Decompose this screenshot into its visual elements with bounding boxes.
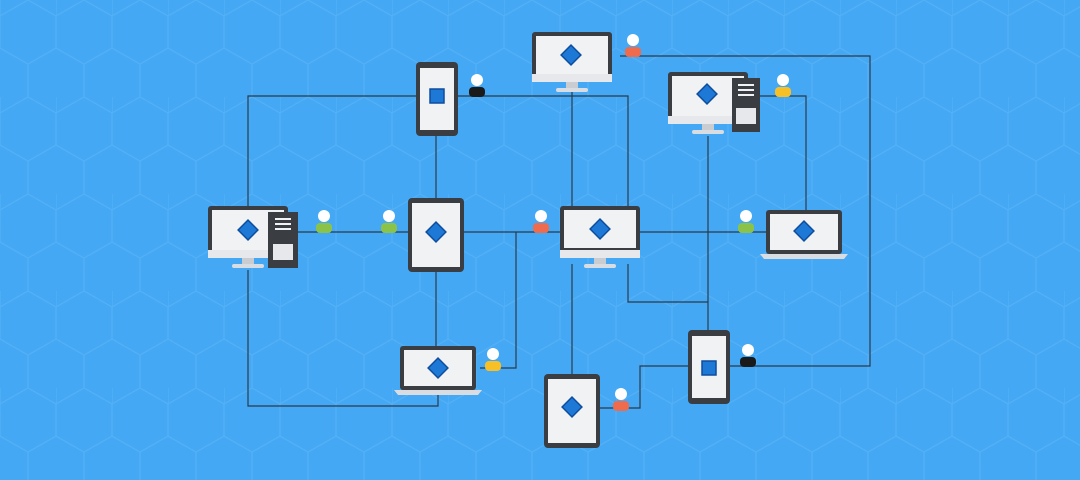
- tablet-center-left[interactable]: [408, 198, 464, 272]
- square-icon: [701, 360, 717, 376]
- user-icon-orange-2: [533, 210, 549, 233]
- square-icon: [429, 88, 445, 104]
- user-icon-green-2: [381, 210, 397, 233]
- monitor-center[interactable]: [560, 206, 640, 268]
- wire-monitor-top-to-phone-bottom: [620, 55, 871, 367]
- monitor-top-center[interactable]: [532, 32, 612, 92]
- wire-workstation-to-laptop-bottom: [247, 270, 439, 407]
- diamond-icon: [589, 218, 611, 240]
- user-icon-yellow: [775, 74, 791, 97]
- user-icon-orange-3: [613, 388, 629, 411]
- diamond-icon: [427, 357, 449, 379]
- laptop-bottom-left[interactable]: [394, 346, 482, 395]
- diamond-icon: [561, 396, 583, 418]
- wire-phone-top-to-monitor-center: [458, 95, 629, 208]
- wire-workstation-right-to-laptop-right: [760, 95, 807, 210]
- user-icon-black-2: [740, 344, 756, 367]
- user-icon-orange: [625, 34, 641, 57]
- user-icon-green-3: [738, 210, 754, 233]
- workstation-top-right[interactable]: [668, 72, 760, 134]
- phone-top-left[interactable]: [416, 62, 458, 136]
- connection-wires: [247, 55, 871, 409]
- wire-monitor-center-to-phone-bottom: [627, 264, 708, 303]
- user-icon-yellow-2: [485, 348, 501, 371]
- tablet-bottom-center[interactable]: [544, 374, 600, 448]
- diamond-icon: [793, 220, 815, 242]
- diamond-icon: [560, 44, 582, 66]
- user-icon-black: [469, 74, 485, 97]
- phone-bottom-right[interactable]: [688, 330, 730, 404]
- laptop-right[interactable]: [760, 210, 848, 259]
- diamond-icon: [237, 219, 259, 241]
- wire-workstation-left-to-phone-top: [247, 95, 418, 208]
- diamond-icon: [425, 221, 447, 243]
- diamond-icon: [696, 83, 718, 105]
- workstation-left[interactable]: [208, 206, 298, 268]
- user-icon-green-1: [316, 210, 332, 233]
